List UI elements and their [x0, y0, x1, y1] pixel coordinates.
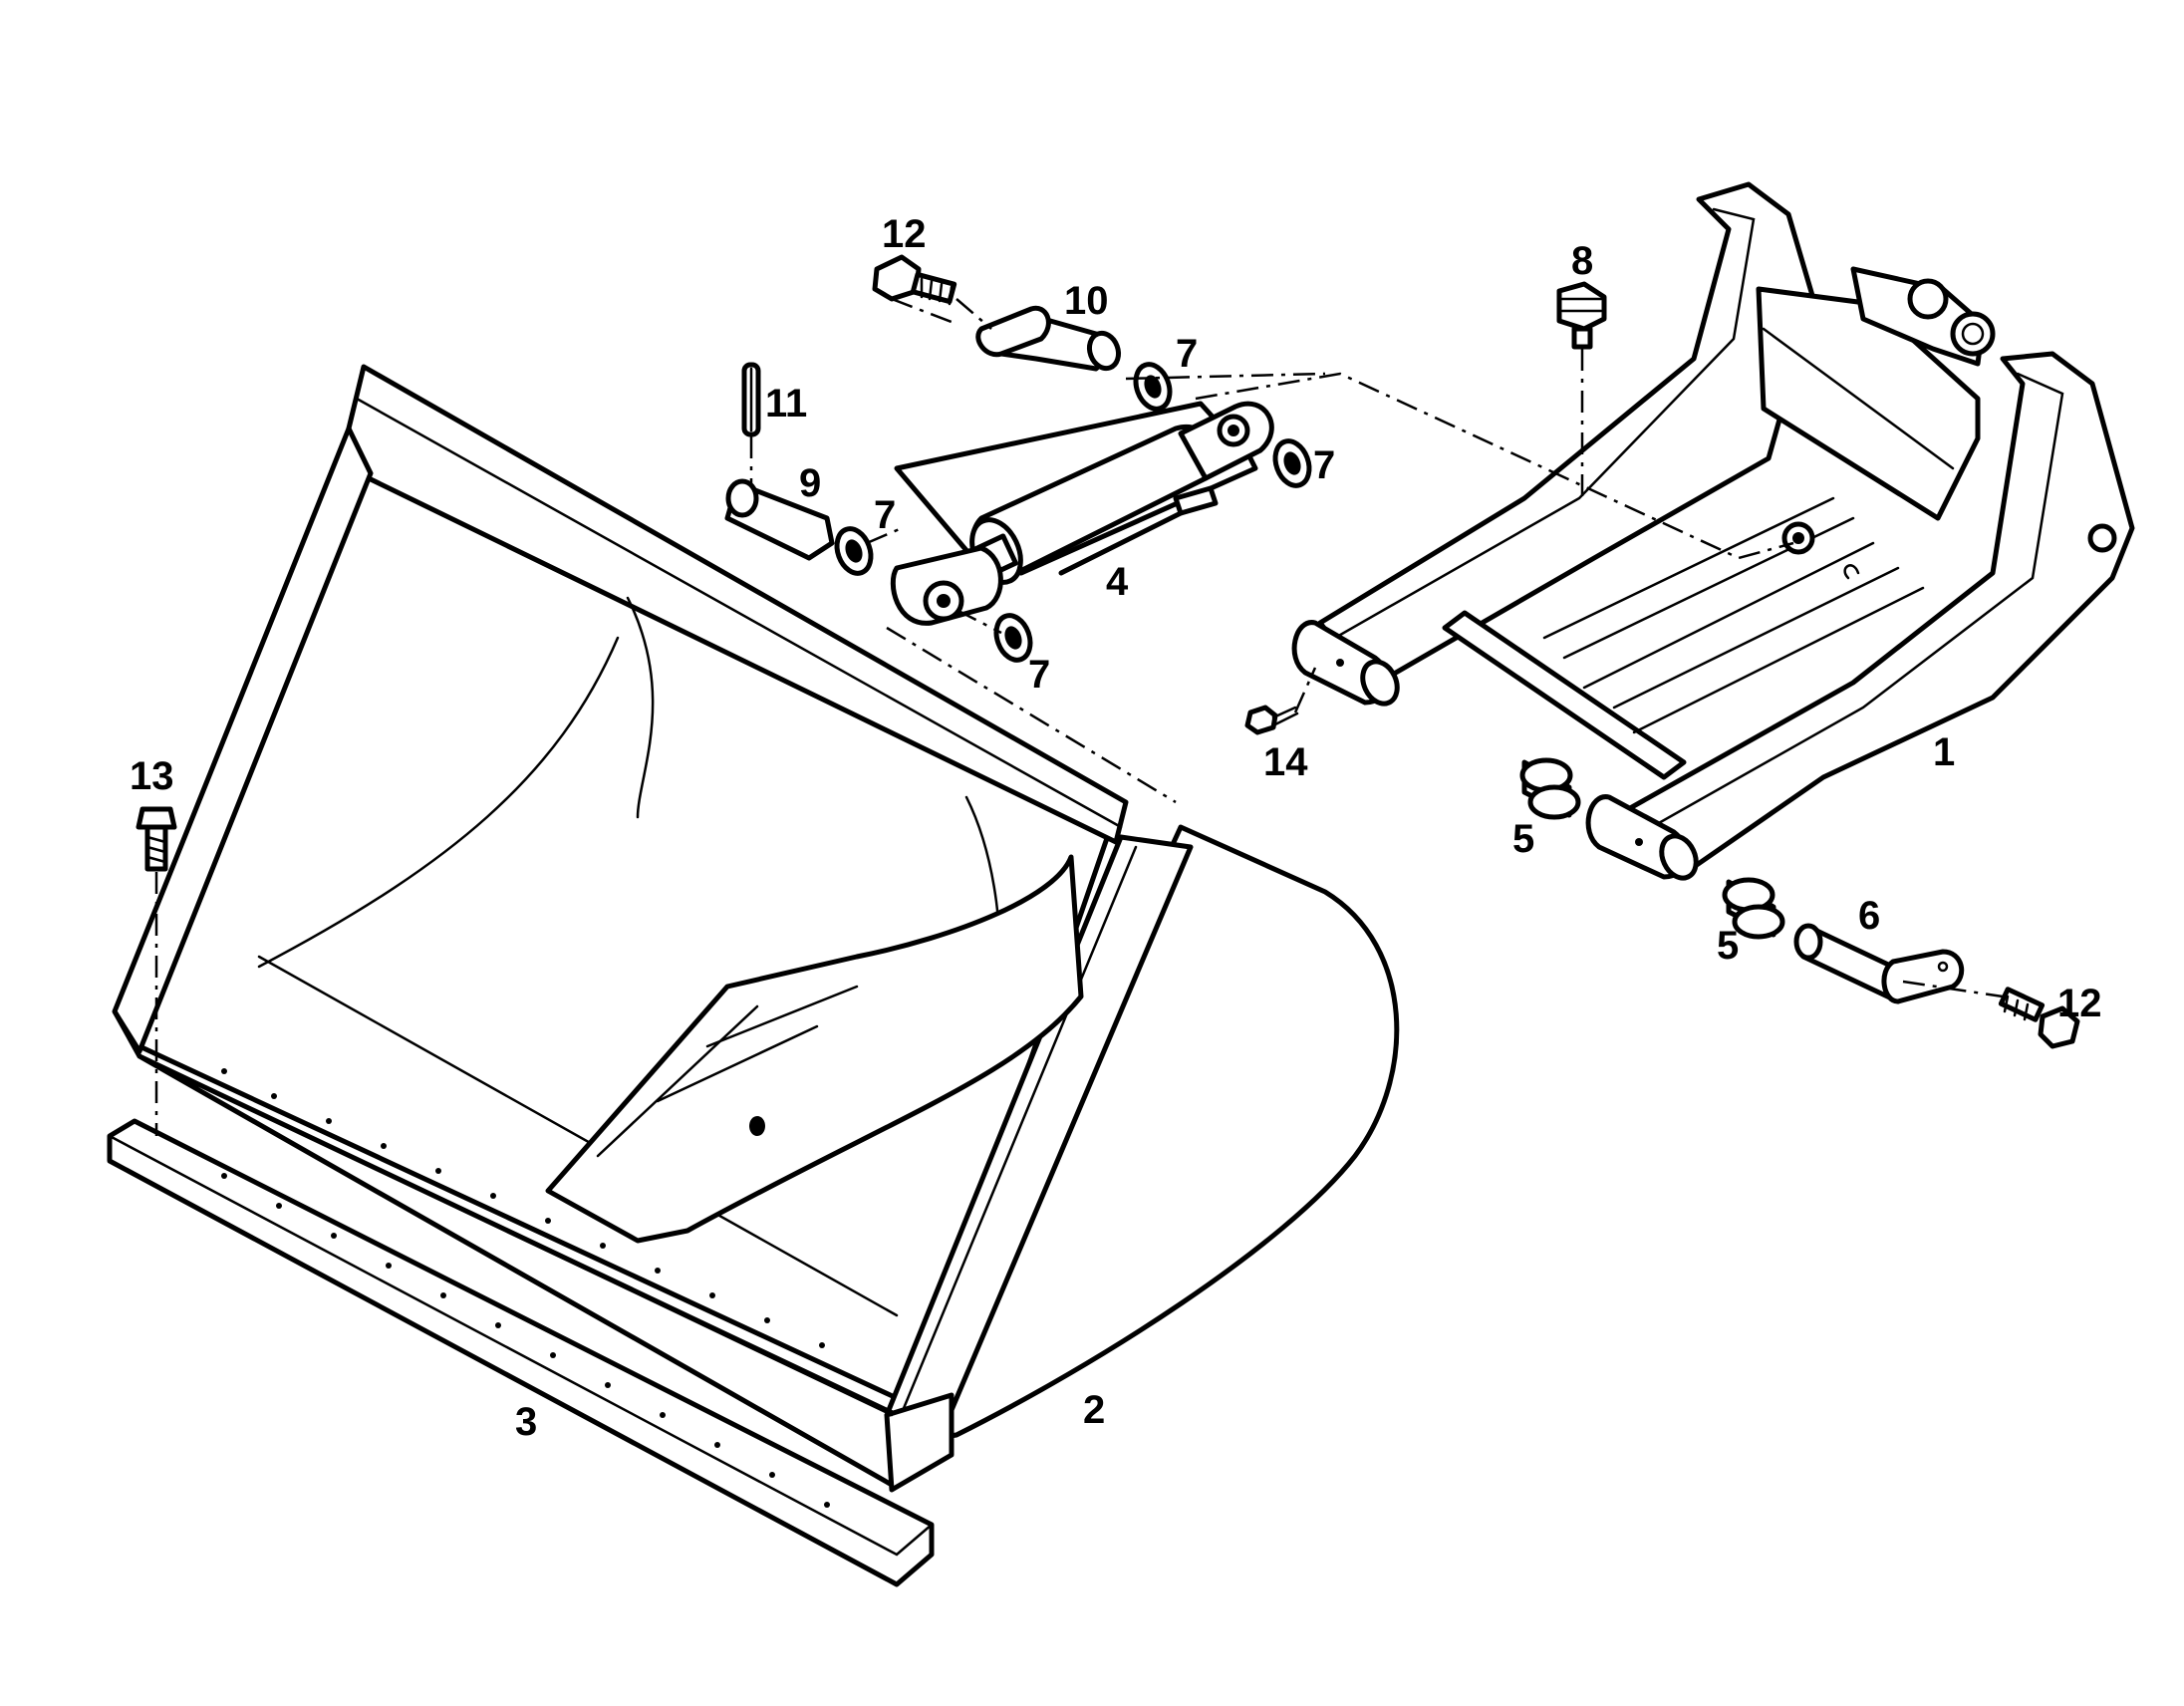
bucket: [112, 364, 1400, 1493]
washer-7-top: [1133, 362, 1173, 412]
callout-5-upper: 5: [1512, 817, 1534, 861]
callout-13: 13: [130, 754, 174, 798]
pin-6: [1793, 923, 1965, 1004]
grease-nipple-14: [1244, 705, 1299, 735]
cutting-edge: [107, 1118, 935, 1587]
callout-4: 4: [1106, 560, 1129, 604]
callout-5-lower: 5: [1717, 924, 1739, 968]
hydraulic-cylinder: [890, 401, 1274, 626]
callout-12-lower: 12: [2057, 982, 2102, 1025]
plug-8: [1556, 281, 1607, 350]
washer-7-bottom: [993, 613, 1033, 663]
pin-9: [724, 478, 835, 561]
callout-3: 3: [515, 1400, 537, 1444]
washer-7-right: [1272, 438, 1312, 488]
callout-12-upper: 12: [882, 212, 927, 256]
callout-7-right: 7: [1313, 443, 1335, 487]
cutting-edge-bolt-holes: [221, 1173, 830, 1508]
bolt-12-upper: [872, 254, 957, 306]
bushing-5-upper: [1519, 757, 1581, 820]
pin-10: [975, 305, 1122, 372]
assembly-center-lines: [866, 297, 2004, 998]
bolt-12-lower: [1998, 987, 2080, 1049]
callout-1: 1: [1933, 730, 1955, 774]
callout-14: 14: [1263, 740, 1308, 784]
callout-2: 2: [1083, 1388, 1105, 1432]
callout-10: 10: [1064, 279, 1109, 323]
pin-11: [741, 362, 761, 437]
bolt-13: [136, 806, 177, 872]
quick-hitch-frame: [1291, 181, 2135, 881]
bucket-floor-bolt-holes: [221, 1068, 825, 1348]
callout-7-bottom: 7: [1028, 653, 1050, 697]
callout-7-top: 7: [1176, 332, 1198, 376]
callout-8: 8: [1571, 239, 1593, 283]
callout-11: 11: [765, 382, 807, 426]
callout-6: 6: [1858, 894, 1880, 938]
washer-7-left: [834, 526, 874, 576]
callout-7-left: 7: [874, 493, 896, 537]
bushing-5-lower: [1722, 877, 1785, 940]
callout-9: 9: [799, 461, 821, 505]
